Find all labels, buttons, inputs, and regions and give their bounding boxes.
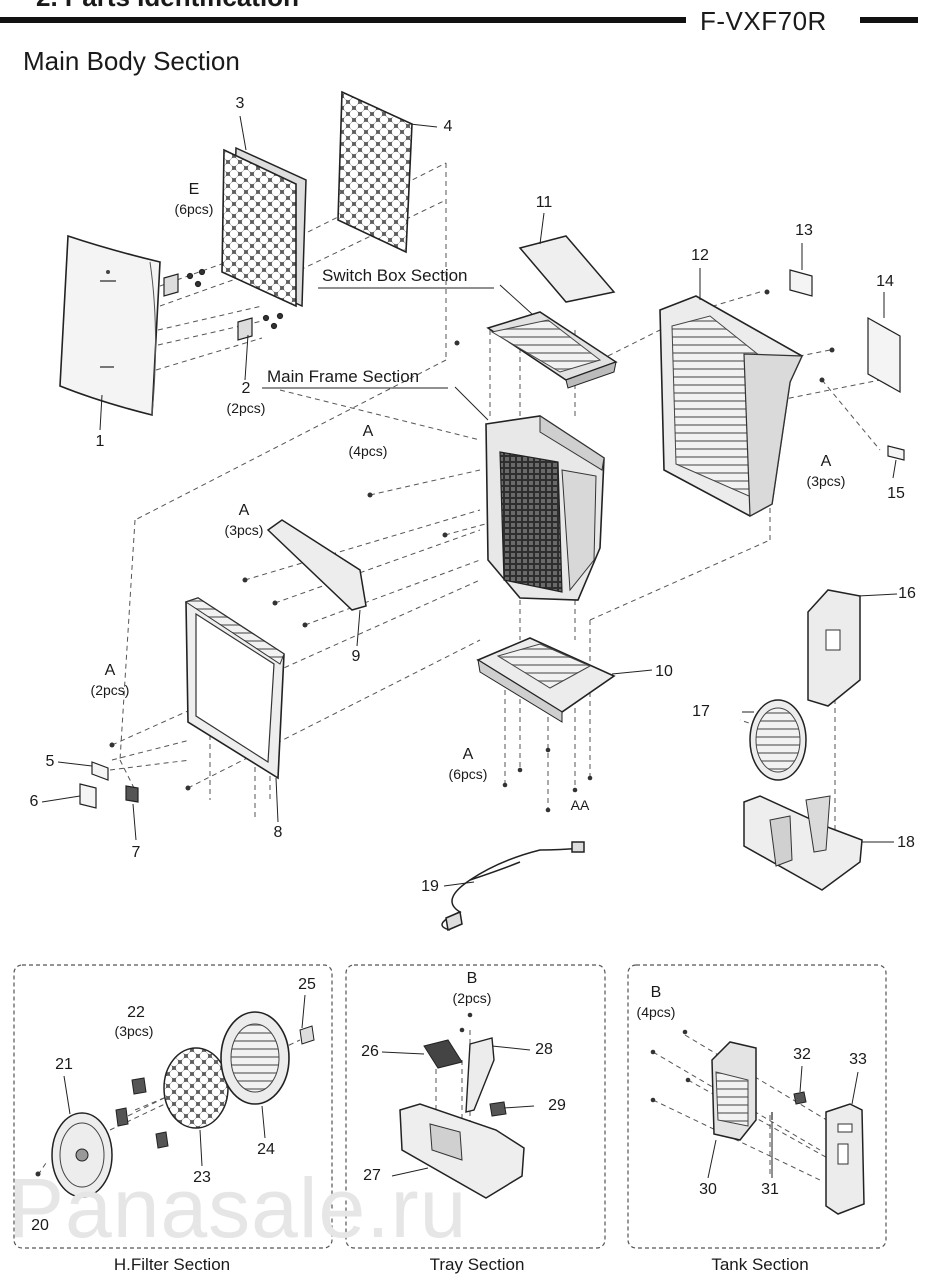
part-number-14: 14 xyxy=(876,273,894,290)
part-number-16: 16 xyxy=(898,585,916,602)
part-number-21: 21 xyxy=(55,1056,73,1073)
screw-a-3-right-quantity: (3pcs) xyxy=(806,473,846,489)
part-number-28: 28 xyxy=(535,1041,553,1058)
part-number-2: 2 xyxy=(241,380,251,397)
part-number-33: 33 xyxy=(849,1051,867,1068)
assembly-guide-lines xyxy=(37,162,881,1181)
part-tank-body xyxy=(650,1029,757,1141)
part-number-4: 4 xyxy=(443,118,453,135)
part-number-1: 1 xyxy=(95,433,105,450)
part-tray-body xyxy=(399,1103,525,1199)
part-switch-cover xyxy=(518,235,616,303)
model-number: F-VXF70R xyxy=(700,6,827,36)
watermark: Panasale.ru xyxy=(8,1161,468,1255)
part-bracket-clip xyxy=(163,268,284,341)
screw-a-3-right-letter: A xyxy=(820,453,832,470)
screw-b-tray-quantity: (2pcs) xyxy=(452,990,492,1006)
part-number-31: 31 xyxy=(761,1181,779,1198)
part-number-18: 18 xyxy=(897,834,915,851)
part-main-frame xyxy=(485,415,605,601)
main-frame-section-label: Main Frame Section xyxy=(267,367,420,386)
part-tank-rear-cover xyxy=(825,1103,865,1215)
part-handle-cover xyxy=(266,519,367,611)
part-number-7: 7 xyxy=(131,844,141,861)
screw-a-6-quantity: (6pcs) xyxy=(448,766,488,782)
part-22-quantity: (3pcs) xyxy=(114,1023,154,1039)
part-hepa-filter xyxy=(337,90,413,254)
screw-a-4-quantity: (4pcs) xyxy=(348,443,388,459)
part-number-17: 17 xyxy=(692,703,710,720)
part-number-19: 19 xyxy=(421,878,439,895)
connector-aa-label: AA xyxy=(570,797,590,813)
part-number-6: 6 xyxy=(29,793,39,810)
part-tank-cover xyxy=(807,589,861,707)
part-number-13: 13 xyxy=(795,222,813,239)
part-number-25: 25 xyxy=(298,976,316,993)
part-number-24: 24 xyxy=(257,1141,275,1158)
screw-b-tank-quantity: (4pcs) xyxy=(636,1004,676,1020)
page-heading: 2. Parts Identification xyxy=(36,0,299,13)
main-body-section-title: Main Body Section xyxy=(23,46,240,76)
part-hfilter-frame xyxy=(220,1011,315,1105)
part-hfilter-clips xyxy=(115,1077,169,1149)
part-rear-casing xyxy=(659,289,835,517)
part-filter-disc xyxy=(749,699,807,781)
header-rule xyxy=(0,17,918,23)
part-2-quantity: (2pcs) xyxy=(226,400,266,416)
part-screws-a xyxy=(502,747,593,813)
part-number-23: 23 xyxy=(193,1169,211,1186)
part-base-plate xyxy=(476,637,616,723)
part-number-30: 30 xyxy=(699,1181,717,1198)
screw-a-3-left-letter: A xyxy=(238,502,250,519)
part-number-9: 9 xyxy=(351,648,361,665)
part-number-22: 22 xyxy=(127,1004,145,1021)
part-number-11: 11 xyxy=(535,194,553,211)
part-number-26: 26 xyxy=(361,1043,379,1060)
part-front-frame xyxy=(109,492,448,791)
leader-lines xyxy=(41,115,898,1179)
part-deodorizing-filter xyxy=(221,146,307,308)
part-tank-valve xyxy=(771,1091,807,1120)
part-hfilter-mesh xyxy=(163,1047,229,1129)
part-number-3: 3 xyxy=(235,95,245,112)
part-number-8: 8 xyxy=(273,824,283,841)
part-number-5: 5 xyxy=(45,753,55,770)
screw-e-letter: E xyxy=(188,181,200,198)
part-label-stickers xyxy=(789,269,905,461)
screw-b-tray-letter: B xyxy=(466,970,478,987)
part-number-29: 29 xyxy=(548,1097,566,1114)
part-number-20: 20 xyxy=(31,1217,49,1234)
screw-a-2-quantity: (2pcs) xyxy=(90,682,130,698)
part-number-27: 27 xyxy=(363,1167,381,1184)
part-tray-float xyxy=(423,1012,507,1117)
screw-a-6-letter: A xyxy=(462,746,474,763)
screw-e-quantity: (6pcs) xyxy=(174,201,214,217)
part-small-labels xyxy=(79,761,139,809)
switch-box-section-label: Switch Box Section xyxy=(322,266,468,285)
hfilter-section-title: H.Filter Section xyxy=(113,1255,231,1274)
screw-a-2-letter: A xyxy=(104,662,116,679)
part-number-15: 15 xyxy=(887,485,905,502)
part-switch-box xyxy=(454,311,618,389)
part-water-tray xyxy=(743,795,863,891)
part-hfilter-cover xyxy=(35,1112,113,1198)
part-number-12: 12 xyxy=(691,247,709,264)
tray-section-title: Tray Section xyxy=(429,1255,525,1274)
part-number-10: 10 xyxy=(655,663,673,680)
screw-b-tank-letter: B xyxy=(650,984,662,1001)
part-front-panel xyxy=(59,234,161,417)
part-number-32: 32 xyxy=(793,1046,811,1063)
screw-a-3-left-quantity: (3pcs) xyxy=(224,522,264,538)
part-power-cord xyxy=(441,841,585,932)
sub-section-frames xyxy=(13,964,887,1249)
tank-section-title: Tank Section xyxy=(711,1255,809,1274)
screw-a-4-letter: A xyxy=(362,423,374,440)
